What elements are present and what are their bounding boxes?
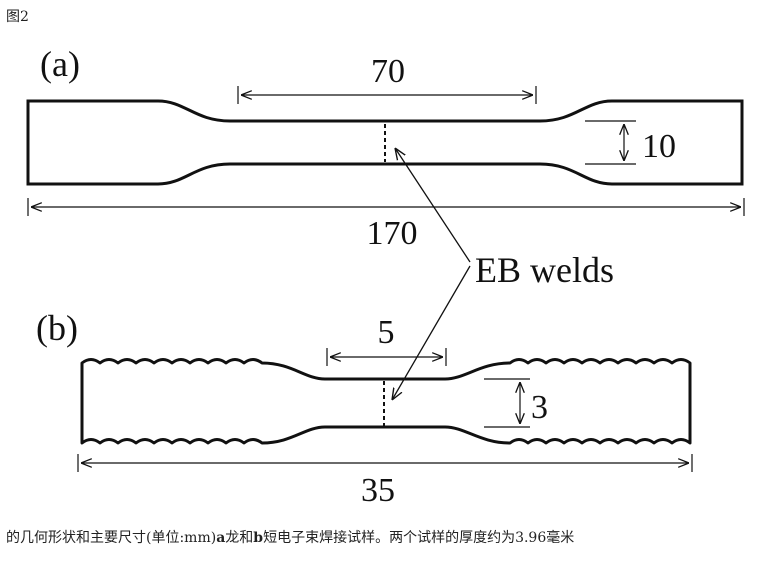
specimen-b-outline xyxy=(80,358,692,445)
dim-width-a: 10 xyxy=(642,128,676,165)
caption-bold-b: b xyxy=(253,530,264,546)
eb-welds-label: EB welds xyxy=(475,250,614,290)
caption-bold-a: a xyxy=(216,530,226,546)
dim-total-length-b: 35 xyxy=(361,472,395,509)
specimen-a-outline xyxy=(26,99,744,186)
figure-caption: 的几何形状和主要尺寸(单位:mm)a龙和b短电子束焊接试样。两个试样的厚度约为3… xyxy=(6,527,751,547)
panel-a-label: (a) xyxy=(40,44,80,84)
figure-label: 图2 xyxy=(6,9,29,25)
panel-b-label: (b) xyxy=(36,308,78,348)
specimen-diagram: (a) 70 10 170 EB welds (b) 5 3 35 xyxy=(26,44,745,509)
caption-part1: 的几何形状和主要尺寸(单位:mm) xyxy=(6,530,217,546)
dim-width-b: 3 xyxy=(531,389,548,426)
caption-part2: 龙和 xyxy=(225,530,254,546)
dim-gauge-length-a: 70 xyxy=(371,53,405,90)
eb-welds-leader-a xyxy=(395,148,471,263)
dim-total-length-a: 170 xyxy=(367,215,418,252)
caption-part3: 短电子束焊接试样。两个试样的厚度约为3.96毫米 xyxy=(263,530,575,546)
dim-gauge-length-b: 5 xyxy=(378,314,395,351)
